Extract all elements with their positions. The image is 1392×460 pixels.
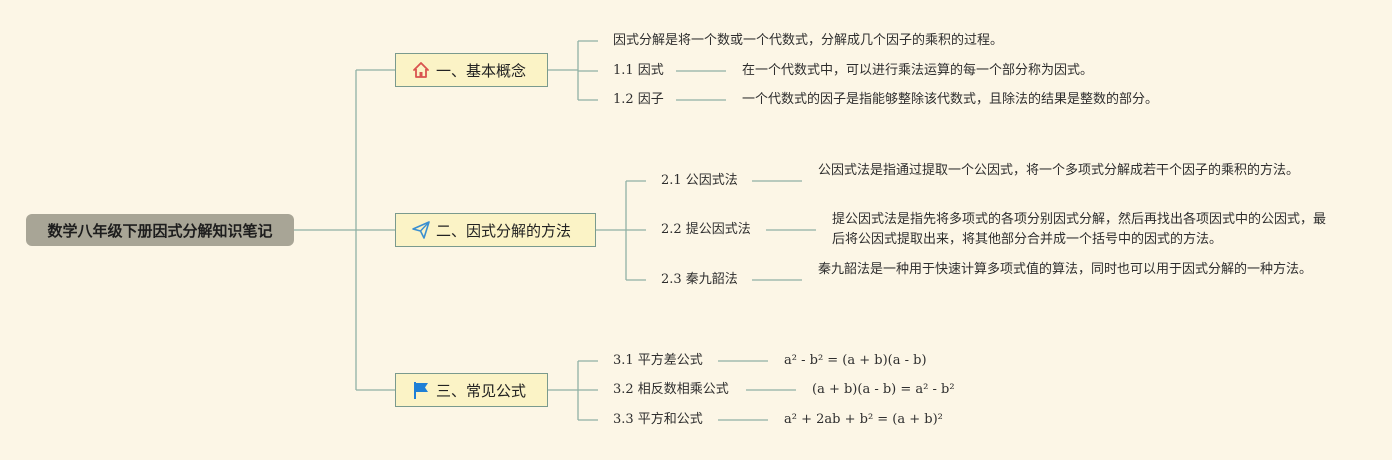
branch1-intro-text[interactable]: 因式分解是将一个数或一个代数式，分解成几个因子的乘积的过程。 bbox=[613, 33, 1004, 48]
home-icon bbox=[410, 59, 432, 81]
branch-label: 一、基本概念 bbox=[436, 61, 527, 80]
branch-factoring-methods[interactable]: 二、因式分解的方法 bbox=[395, 213, 596, 247]
paper-plane-icon bbox=[410, 219, 432, 241]
topic-3-3[interactable]: 3.3 平方和公式 bbox=[613, 412, 703, 427]
topic-3-1-formula[interactable]: a² - b² = (a + b)(a - b) bbox=[784, 353, 927, 368]
topic-1-2[interactable]: 1.2 因子 bbox=[613, 92, 664, 107]
topic-2-2[interactable]: 2.2 提公因式法 bbox=[661, 222, 751, 237]
root-topic[interactable]: 数学八年级下册因式分解知识笔记 bbox=[26, 214, 294, 246]
topic-3-2-formula[interactable]: (a + b)(a - b) = a² - b² bbox=[812, 382, 955, 397]
branch-common-formulas[interactable]: 三、常见公式 bbox=[395, 373, 548, 407]
topic-2-2-desc[interactable]: 提公因式法是指先将多项式的各项分别因式分解，然后再找出各项因式中的公因式，最后将… bbox=[832, 212, 1327, 247]
branch-label: 三、常见公式 bbox=[436, 381, 527, 400]
branch-basic-concepts[interactable]: 一、基本概念 bbox=[395, 53, 548, 87]
topic-2-3[interactable]: 2.3 秦九韶法 bbox=[661, 272, 738, 287]
topic-3-1[interactable]: 3.1 平方差公式 bbox=[613, 353, 703, 368]
topic-2-3-desc[interactable]: 秦九韶法是一种用于快速计算多项式值的算法，同时也可以用于因式分解的一种方法。 bbox=[818, 262, 1313, 277]
topic-1-2-desc[interactable]: 一个代数式的因子是指能够整除该代数式，且除法的结果是整数的部分。 bbox=[742, 92, 1159, 107]
topic-3-2[interactable]: 3.2 相反数相乘公式 bbox=[613, 382, 729, 397]
topic-2-1-desc[interactable]: 公因式法是指通过提取一个公因式，将一个多项式分解成若干个因子的乘积的方法。 bbox=[818, 163, 1300, 178]
branch-label: 二、因式分解的方法 bbox=[436, 221, 572, 240]
topic-3-3-formula[interactable]: a² + 2ab + b² = (a + b)² bbox=[784, 412, 943, 427]
topic-1-1-desc[interactable]: 在一个代数式中，可以进行乘法运算的每一个部分称为因式。 bbox=[742, 63, 1094, 78]
flag-icon bbox=[410, 379, 432, 401]
topic-1-1[interactable]: 1.1 因式 bbox=[613, 63, 664, 78]
topic-2-1[interactable]: 2.1 公因式法 bbox=[661, 173, 738, 188]
